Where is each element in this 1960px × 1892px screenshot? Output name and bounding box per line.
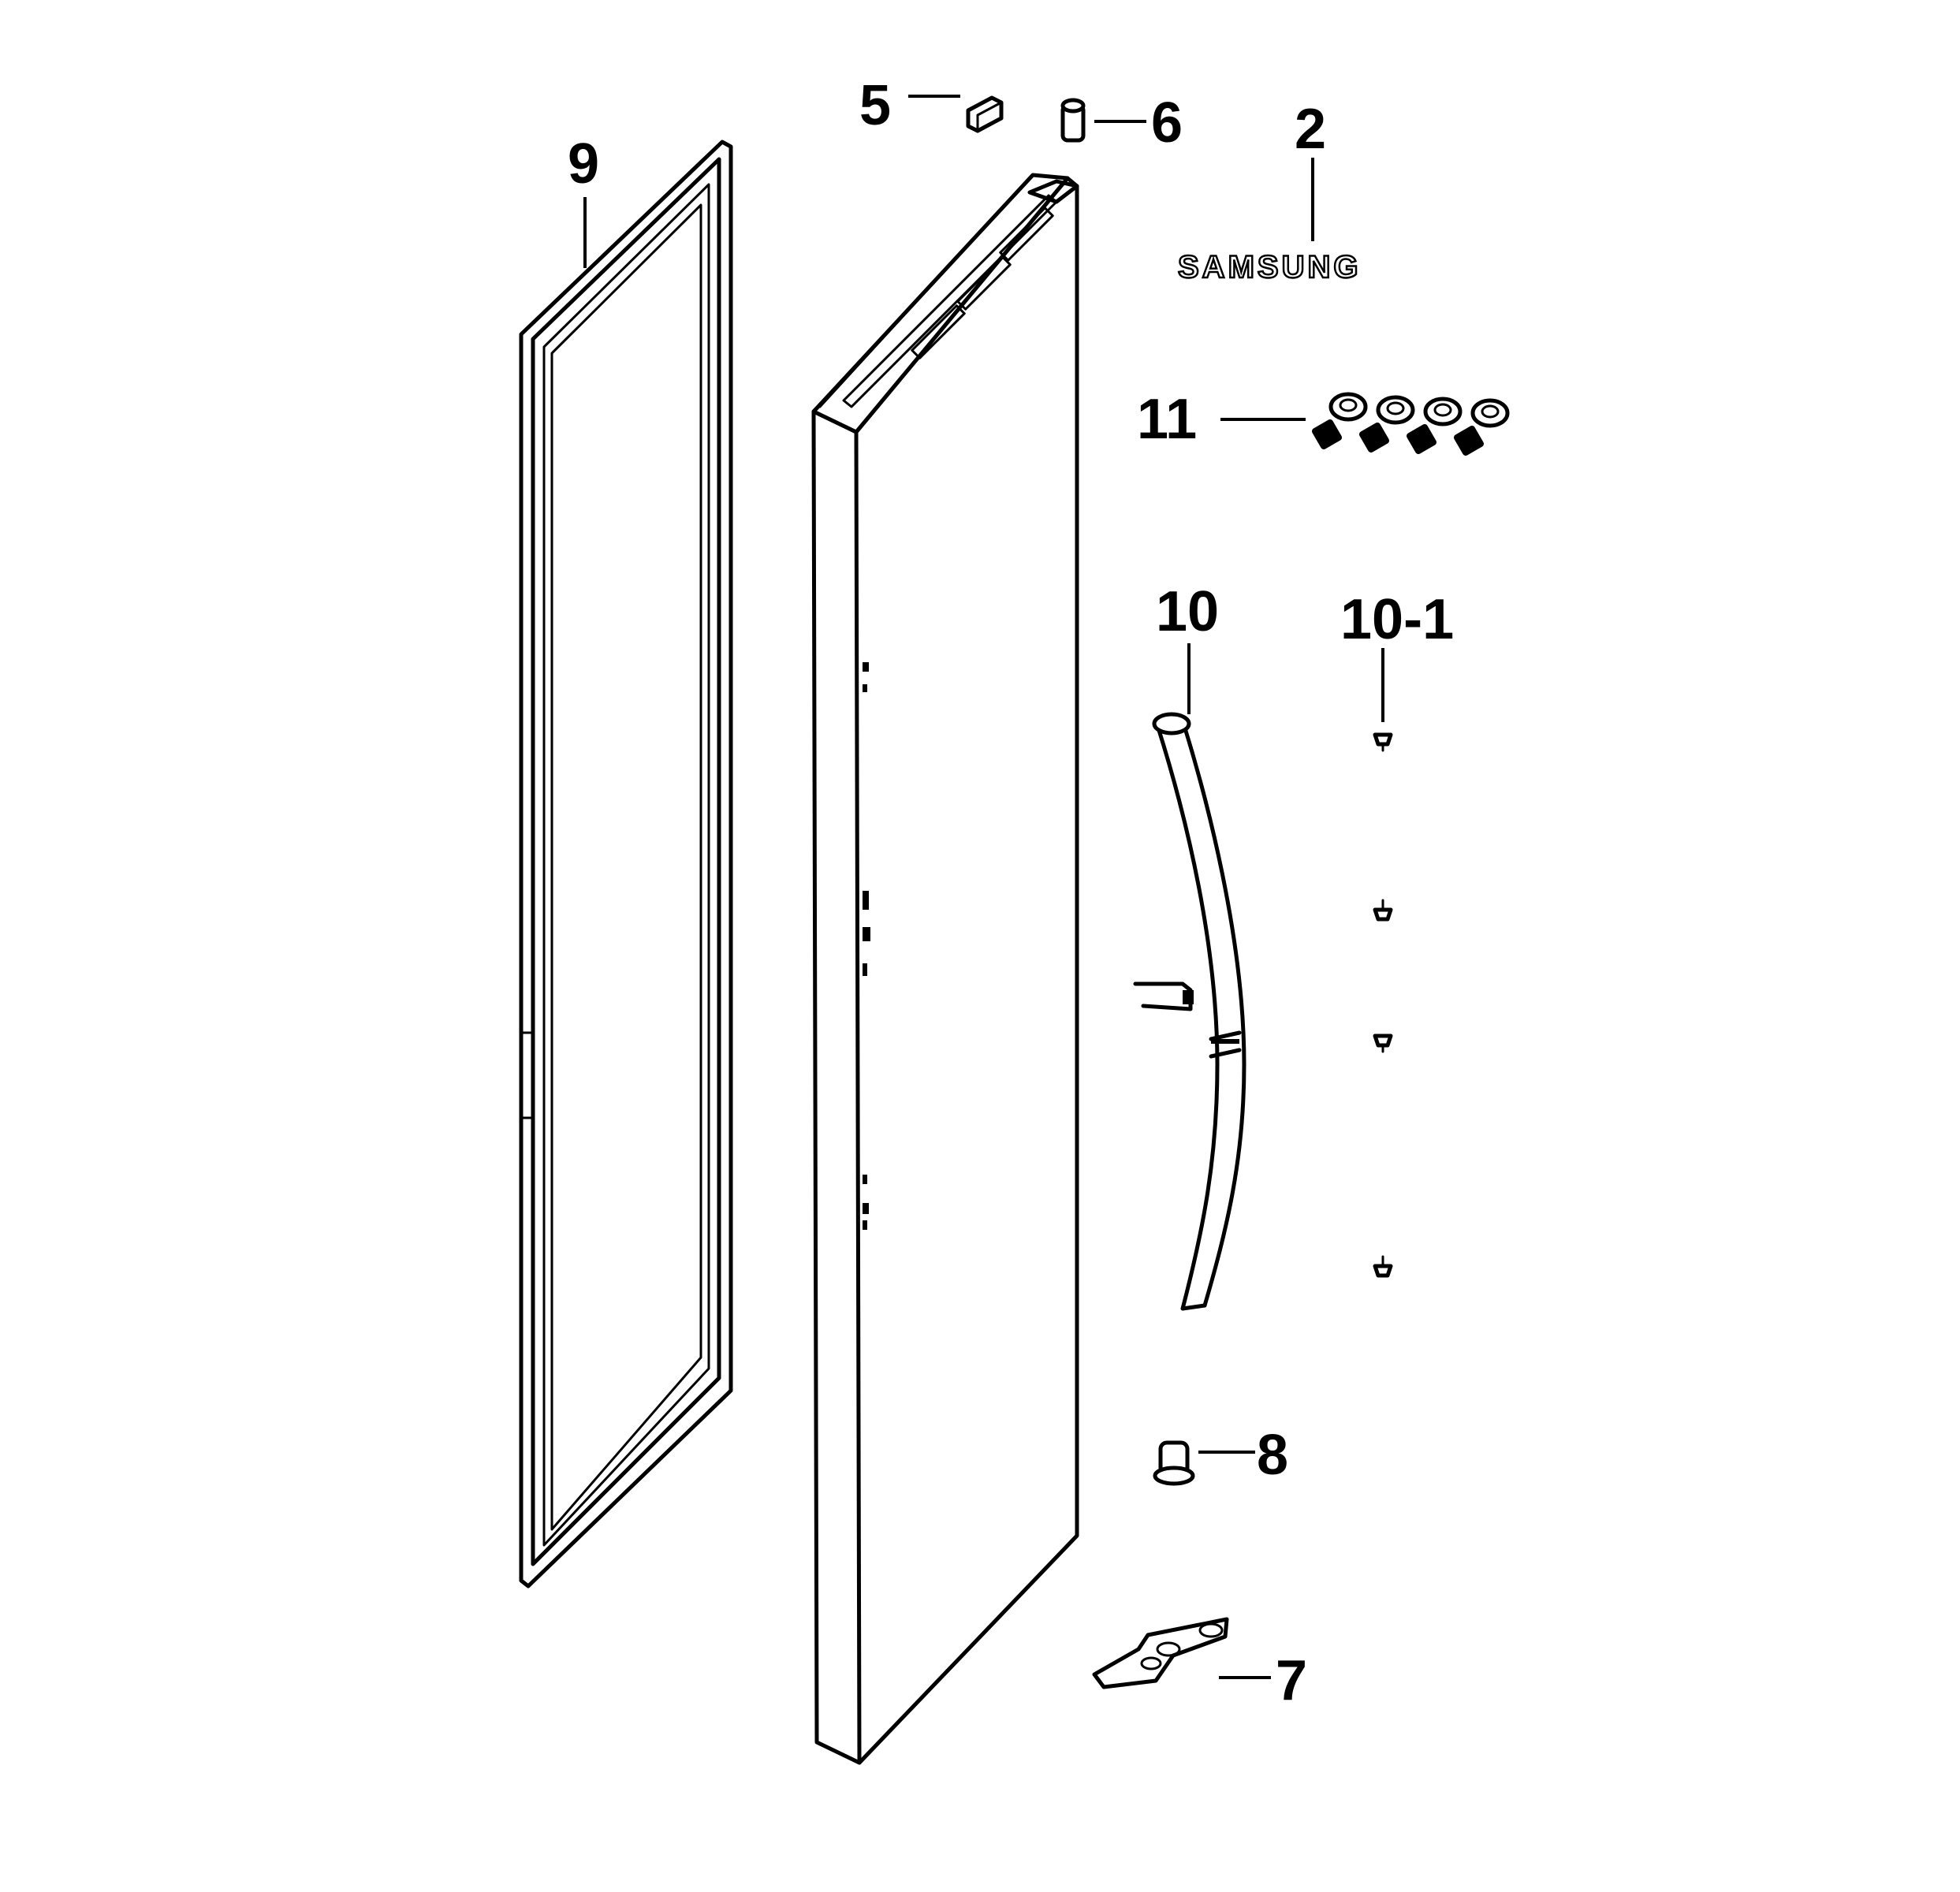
samsung-logo-text: SAMSUNG [1178, 250, 1361, 285]
callout-10-1: 10-1 [1340, 588, 1454, 651]
callout-9: 9 [568, 132, 599, 196]
clip-icon [1373, 732, 1393, 752]
screw-icon [1406, 397, 1463, 455]
clip-icon [1373, 899, 1393, 922]
clips-part-10-1: 10-1 [1340, 588, 1454, 1278]
clip-icon [1373, 1034, 1393, 1053]
callout-9-group: 9 [568, 132, 599, 268]
callout-10: 10 [1156, 580, 1219, 643]
door-gasket-part-9 [519, 140, 733, 1588]
screws-part-11: 11 [1137, 388, 1510, 456]
bushing-part-6: 6 [1060, 91, 1183, 155]
callout-11: 11 [1137, 388, 1197, 451]
screw-icon [1358, 395, 1415, 453]
logo-part-2: 2 SAMSUNG [1177, 98, 1361, 285]
cap-part-8: 8 [1153, 1424, 1288, 1487]
cap-part-5: 5 [859, 74, 1004, 137]
callout-5: 5 [859, 74, 891, 137]
hinge-part-7: 7 [1092, 1617, 1307, 1712]
screw-icon [1311, 392, 1368, 450]
callout-2: 2 [1295, 98, 1326, 161]
callout-6: 6 [1151, 91, 1183, 155]
screw-icon [1453, 398, 1510, 456]
clip-icon [1373, 1255, 1393, 1278]
callout-8: 8 [1257, 1424, 1288, 1487]
callout-7: 7 [1276, 1649, 1307, 1712]
handle-part-10: 10 [1133, 580, 1246, 1311]
door-panel [811, 173, 1079, 1765]
